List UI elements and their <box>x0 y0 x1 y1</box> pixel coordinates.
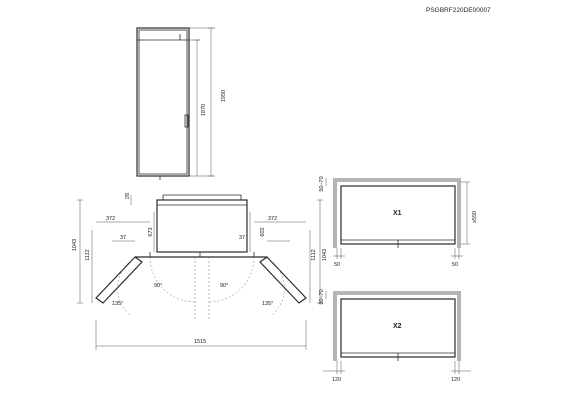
front-height-cabinet: 1870 <box>201 104 207 116</box>
x1-label: X1 <box>393 210 402 217</box>
depth-right: 372 <box>268 216 277 222</box>
x1-min-depth: ≥550 <box>472 211 478 223</box>
side-depth-right: 602 <box>260 227 266 236</box>
front-height-total: 1950 <box>221 90 227 102</box>
side-depth-left: 673 <box>148 227 154 236</box>
right-depth-outer: 1043 <box>322 249 328 261</box>
door-offset-right: 37 <box>239 235 245 241</box>
x2-side-left: 120 <box>332 377 341 383</box>
x1-side-left: 50 <box>334 262 340 268</box>
depth-left: 372 <box>106 216 115 222</box>
installation-x2: X2 50–70 120 120 <box>319 289 471 383</box>
door-offset-left: 37 <box>120 235 126 241</box>
x1-side-right: 50 <box>452 262 458 268</box>
front-view: 1950 1870 <box>136 27 227 180</box>
max-angle-right: 135° <box>262 301 273 307</box>
right-depth-inner: 1112 <box>311 249 317 260</box>
x1-top-gap: 50–70 <box>319 176 325 191</box>
x2-label: X2 <box>393 323 402 330</box>
total-width: 1515 <box>194 339 206 345</box>
left-depth-outer: 1043 <box>72 239 78 251</box>
left-depth-inner: 1112 <box>85 249 91 260</box>
door-angle-left: 90° <box>154 283 162 289</box>
door-angle-right: 90° <box>220 283 228 289</box>
x2-side-right: 120 <box>451 377 460 383</box>
depth-top: 28 <box>125 193 131 199</box>
x2-top-gap: 50–70 <box>319 289 325 304</box>
document-code: PSGBRF220DE00007 <box>426 7 491 14</box>
installation-x1: X1 50–70 ≥550 50 50 <box>319 176 478 268</box>
top-view: 90° 90° 135° 135° 28 372 372 37 37 673 6… <box>72 193 328 350</box>
max-angle-left: 135° <box>112 301 123 307</box>
